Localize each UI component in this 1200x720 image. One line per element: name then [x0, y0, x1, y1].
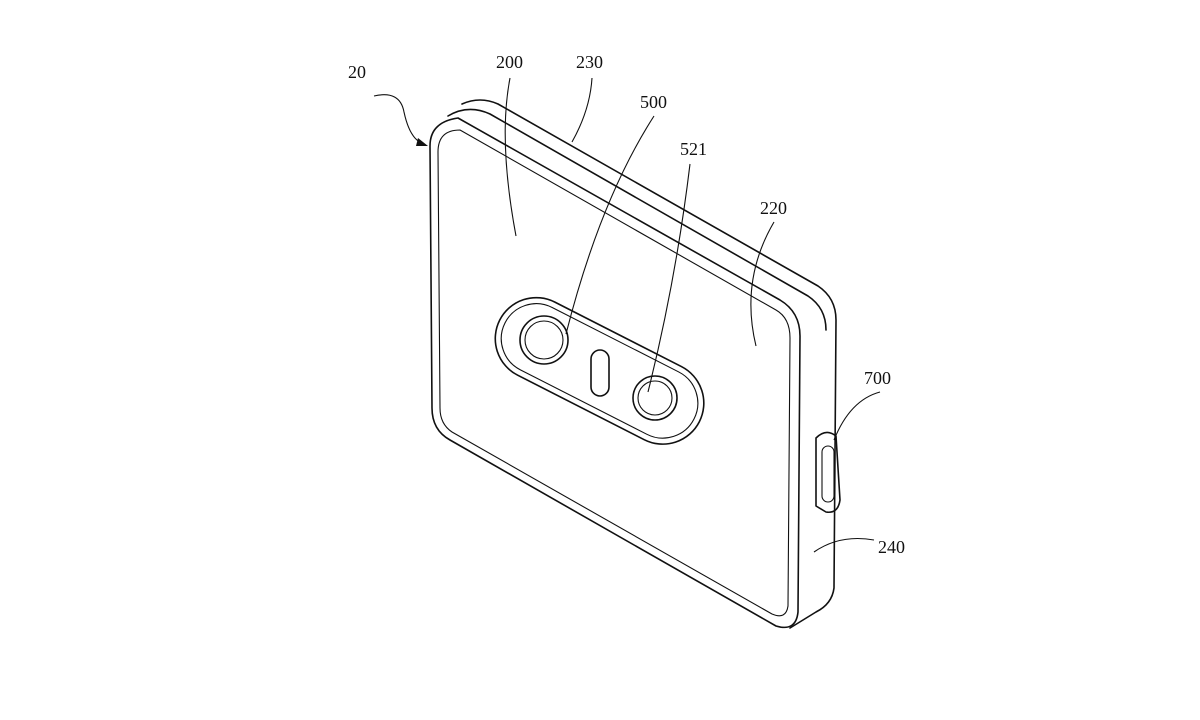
label-500: 500 [640, 92, 667, 112]
label-220: 220 [760, 198, 787, 218]
leader-20-arrow [373, 94, 425, 145]
leader-230 [571, 77, 593, 143]
camera-lens-left [519, 315, 569, 365]
label-20: 20 [348, 62, 366, 82]
label-240: 240 [878, 537, 905, 557]
leader-200 [504, 77, 517, 237]
leader-500 [565, 115, 655, 335]
device-back-outline [461, 99, 837, 629]
label-521: 521 [680, 139, 707, 159]
camera-lens-right [632, 375, 678, 421]
device-front-face [429, 117, 801, 629]
leader-240 [813, 537, 875, 553]
label-200: 200 [496, 52, 523, 72]
camera-flash [590, 349, 610, 397]
device-top-bevel [447, 108, 827, 331]
leader-521 [647, 163, 691, 393]
label-700: 700 [864, 368, 891, 388]
device-front-inner-edge [437, 129, 791, 617]
leader-700 [833, 391, 881, 441]
arrowhead-icon [416, 138, 428, 146]
camera-module [494, 296, 705, 445]
side-port [815, 431, 841, 514]
label-230: 230 [576, 52, 603, 72]
leader-220 [750, 221, 775, 347]
